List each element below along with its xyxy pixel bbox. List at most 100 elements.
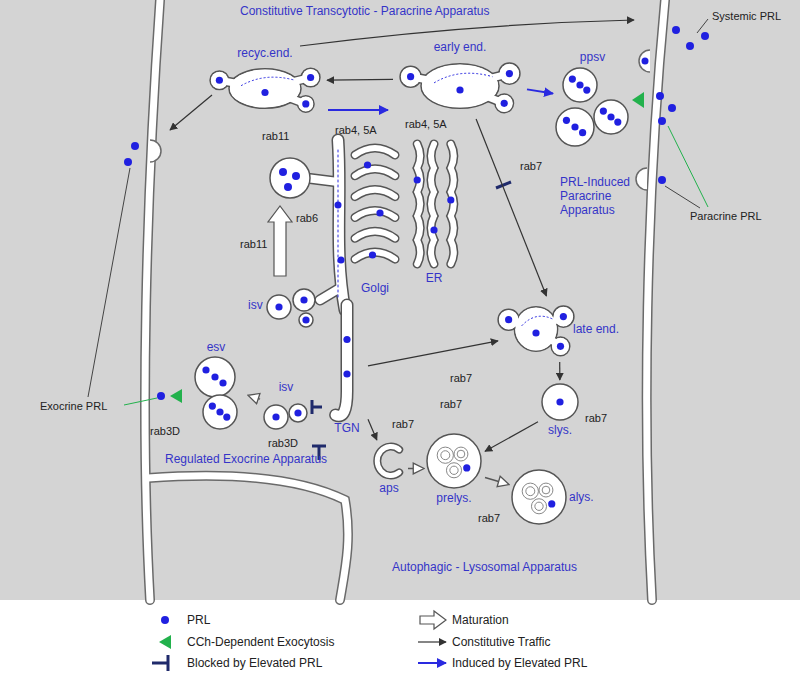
organelle: isv: [262, 380, 310, 435]
legend-text: Constitutive Traffic: [452, 635, 550, 649]
leader-line: [88, 168, 130, 397]
organelle: early end.: [395, 40, 525, 117]
prl-dot: [407, 73, 414, 80]
tgn-tubules: [306, 140, 345, 310]
organelle-outline: [540, 382, 580, 422]
prl-dot: [656, 92, 664, 100]
organelle-shape: [267, 289, 315, 327]
membrane-circle: [293, 289, 315, 311]
prl-dot: [279, 168, 287, 176]
legend-text: Induced by Elevated PRL: [452, 656, 587, 670]
pit: [639, 50, 650, 72]
tubule: [320, 288, 340, 300]
prl-swatch: [161, 616, 169, 624]
prl-dot: [219, 379, 226, 386]
prl-dot: [216, 77, 223, 84]
membrane-outline: [148, 476, 348, 600]
inclusion: [446, 463, 461, 478]
bulb-lumen: [552, 338, 569, 355]
prl-dot: [686, 42, 694, 50]
inclusion: [539, 483, 553, 497]
organelle-label: aps: [379, 481, 398, 495]
legend-text: CCh-Dependent Exocytosis: [187, 635, 334, 649]
organelle-shape: [498, 306, 574, 356]
membrane-circle: [400, 66, 421, 87]
membrane-circle: [556, 108, 594, 146]
pit: [636, 168, 647, 190]
membrane-circle: [512, 470, 566, 524]
prl-dot: [302, 316, 309, 323]
marker-label: rab7: [520, 160, 542, 173]
lumen: [377, 447, 399, 476]
marker-label: rab4, 5A: [405, 118, 447, 131]
sorting-route: [434, 73, 493, 83]
region-label: Autophagic - Lysosomal Apparatus: [392, 560, 577, 574]
prl-dot: [131, 142, 139, 150]
prl-dot: [364, 161, 371, 168]
exocytosis-triangle: [632, 92, 644, 108]
prl-dot: [563, 117, 570, 124]
membrane-circle: [301, 68, 320, 87]
induced-symbol: [418, 662, 446, 664]
prl-dot: [532, 329, 539, 336]
marker-label: rab7: [392, 418, 414, 431]
legend-text: Blocked by Elevated PRL: [187, 656, 322, 670]
membrane: [148, 476, 348, 600]
organelle: late end.: [500, 298, 619, 360]
organelle-label: Golgi: [361, 281, 389, 295]
outline: [355, 211, 395, 218]
organelle-shape: [195, 357, 237, 429]
prl-dot: [272, 413, 279, 420]
outline: [377, 447, 399, 476]
outline: [355, 190, 395, 197]
membrane-outline: [647, 0, 665, 600]
prl-dot: [701, 32, 709, 40]
prl-dot: [548, 500, 555, 507]
lumen: [355, 211, 395, 218]
prl-dot: [600, 107, 607, 114]
constitutive-arrow: [170, 95, 212, 130]
bulb-lumen: [554, 307, 573, 326]
organelle-label: recyc.end.: [237, 46, 292, 60]
marker-label: rab7: [585, 412, 607, 425]
prl-dot: [335, 202, 342, 209]
membrane: [145, 0, 160, 600]
organelle-label: prelys.: [436, 491, 471, 505]
organelle: TGN: [328, 305, 366, 435]
prl-dot: [216, 408, 223, 415]
organelle: slys.: [540, 382, 580, 437]
lumen: [336, 305, 347, 416]
prl-dot: [343, 336, 350, 343]
prl-dot: [302, 100, 309, 107]
prl-dot: [583, 87, 590, 94]
prl-dot: [209, 402, 216, 409]
outline: [451, 144, 454, 264]
prl-dots: [124, 26, 709, 400]
legend-text: Maturation: [452, 613, 509, 627]
leader-line: [124, 398, 157, 405]
marker-label: rab11: [240, 238, 267, 251]
legend-symbols: [152, 611, 446, 671]
traffic-arrow: [368, 419, 377, 440]
bulb-lumen: [302, 69, 319, 86]
organelle-outline: [555, 65, 630, 150]
organelle-outline: [510, 468, 568, 526]
bulb-lumen: [299, 97, 314, 112]
marker-label: rab7: [478, 512, 500, 525]
bulb-lumen: [500, 64, 519, 83]
lumen: [431, 144, 434, 264]
blocked-symbol: [152, 655, 168, 671]
membrane-circle: [427, 434, 481, 488]
organelle-shape: [400, 63, 520, 113]
membrane-circle: [267, 295, 291, 319]
prl-dot: [556, 398, 563, 405]
organelle-label: TGN: [334, 421, 359, 435]
prl-dot: [261, 89, 268, 96]
maturation-symbol: [420, 611, 446, 629]
endosome-body: [421, 64, 499, 109]
organelle-label: ppsv: [580, 50, 605, 64]
endosome-lumen: [230, 70, 300, 108]
prl-dot: [376, 209, 383, 216]
